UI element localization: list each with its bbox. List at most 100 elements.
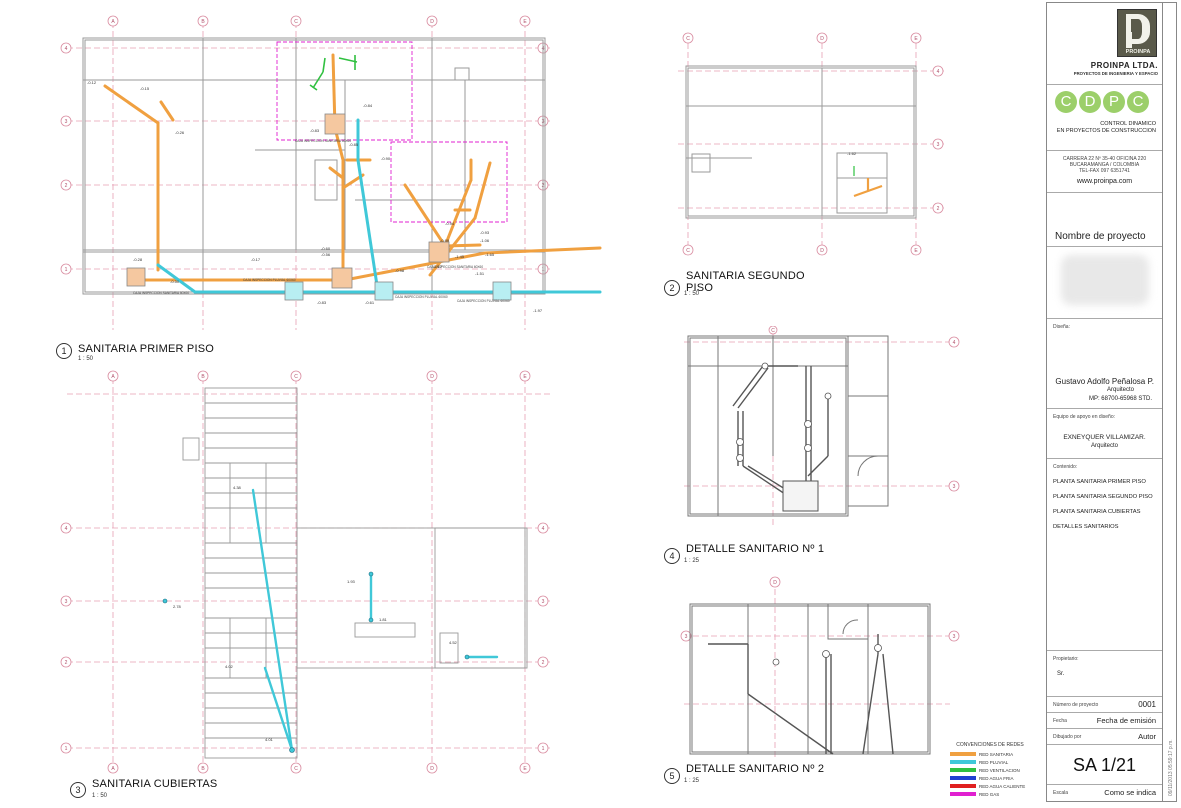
svg-text:D: D <box>430 374 434 380</box>
elev-label: -0.50 <box>170 279 180 284</box>
project-name: Nombre de proyecto <box>1055 231 1146 242</box>
view-number: 5 <box>664 768 680 784</box>
legend-row: RED SANITARIA <box>950 750 1030 758</box>
svg-text:B: B <box>201 766 205 772</box>
designer-name: Gustavo Adolfo Peñalosa P. <box>1055 377 1154 386</box>
grid-row-3: 3 <box>65 119 68 125</box>
elev-label: -1.97 <box>533 308 543 313</box>
view-title-text: SANITARIA SEGUNDO <box>686 270 805 282</box>
elev-label: 2.78 <box>173 604 182 609</box>
network-legend: CONVENCIONES DE REDES RED SANITARIA RED P… <box>950 742 1030 798</box>
elev-label: -0.90 <box>381 156 391 161</box>
sheet-number-cell: SA 1/21 <box>1047 745 1162 785</box>
redacted-block <box>1061 255 1149 305</box>
svg-text:3: 3 <box>953 634 956 640</box>
svg-text:2: 2 <box>937 206 940 212</box>
legend-label: RED SANITARIA <box>979 751 1014 757</box>
view-scale: 1 : 50 <box>684 291 700 297</box>
grid-col-C: C <box>294 19 298 25</box>
elev-label: -1.45 <box>455 254 465 259</box>
plan-primer-piso: A B C D E 4 3 2 1 4 3 2 1 <box>60 15 602 330</box>
website: www.proinpa.com <box>1076 178 1133 185</box>
address-cell: CARRERA 22 Nº 35-40 OFICINA 220 BUCARAMA… <box>1047 151 1162 193</box>
svg-text:C: C <box>686 36 690 42</box>
elev-label: -0.61 <box>365 300 375 305</box>
cdpc-line1: CONTROL DINAMICO <box>1100 121 1156 127</box>
box-label: CAJA INSPECCION PLUVIAL 60X60 <box>457 299 510 303</box>
title-block-strip <box>1163 2 1177 802</box>
box-label: CAJA INSPECCION SANITARIA 60X60 <box>295 139 351 143</box>
elev-label: -0.12 <box>87 80 97 85</box>
legend-row: RED AGUA CALIENTE <box>950 782 1030 790</box>
plan-cubiertas: A B C D E A B C D E 4 3 2 1 4 3 2 1 <box>60 370 550 774</box>
svg-text:E: E <box>523 766 527 772</box>
svg-text:4: 4 <box>953 340 956 346</box>
elev-label: -0.83 <box>310 128 320 133</box>
company-subtitle: PROYECTOS DE INGENIERIA Y ESPACIO <box>1073 71 1158 76</box>
svg-text:2: 2 <box>542 660 545 666</box>
view-title-text-2: PISO <box>686 282 714 294</box>
svg-text:4: 4 <box>65 526 68 532</box>
cdpc-logo: C D P C <box>1055 91 1149 113</box>
legend-label: RED PLUVIAL <box>979 759 1009 765</box>
elev-label: -1.06 <box>480 238 490 243</box>
svg-text:2: 2 <box>65 660 68 666</box>
legend-swatch <box>950 768 976 772</box>
elev-label: -0.98 <box>395 268 405 273</box>
view-number: 3 <box>70 782 86 798</box>
legend-row: RED GAS <box>950 790 1030 798</box>
print-timestamp: 09/11/2013 05:59:17 p.m. <box>1168 739 1174 796</box>
view-title-1: 1 SANITARIA PRIMER PISO <box>56 343 214 359</box>
svg-text:D: D <box>773 580 777 586</box>
svg-text:E: E <box>914 36 918 42</box>
company-name: PROINPA LTDA. <box>1090 61 1158 70</box>
legend-label: RED VENTILACION <box>979 767 1020 773</box>
blurred-cell <box>1047 247 1162 319</box>
project-number-cell: Número de proyecto 0001 <box>1047 697 1162 713</box>
sheet-number: SA 1/21 <box>1072 755 1137 775</box>
view-scale: 1 : 25 <box>684 558 700 564</box>
box-label: CAJA INSPECCION SANITARIA 60X60 <box>133 291 189 295</box>
box-label: CAJA INSPECCION SANITARIA 60X60 <box>427 265 483 269</box>
logo-cell: PROINPA PROINPA LTDA. PROYECTOS DE INGEN… <box>1047 3 1162 85</box>
svg-text:3: 3 <box>65 599 68 605</box>
design-cell: Diseña: Gustavo Adolfo Peñalosa P. Arqui… <box>1047 319 1162 409</box>
legend-label: RED GAS <box>979 791 1000 797</box>
legend-swatch <box>950 776 976 780</box>
legend-label: RED AGUA CALIENTE <box>979 783 1026 789</box>
box-label: CAJA INSPECCION PLUVIAL 60X60 <box>243 278 296 282</box>
legend-swatch <box>950 752 976 756</box>
svg-text:C: C <box>294 374 298 380</box>
grid-col-E: E <box>523 19 527 25</box>
view-scale: 1 : 25 <box>684 778 700 784</box>
legend-row: RED VENTILACION <box>950 766 1030 774</box>
svg-text:3: 3 <box>542 599 545 605</box>
svg-text:3: 3 <box>937 142 940 148</box>
elev-label: -0.93 <box>480 230 490 235</box>
view-title-text: SANITARIA CUBIERTAS <box>92 778 218 790</box>
grid-col-D: D <box>430 19 434 25</box>
elev-label: -0.99 <box>440 238 450 243</box>
svg-text:E: E <box>914 248 918 254</box>
elev-label: -0.17 <box>251 257 261 262</box>
elev-label: -1.65 <box>485 252 495 257</box>
elev-label: -0.94 <box>445 221 455 226</box>
elev-label: -1.51 <box>475 271 485 276</box>
view-scale: 1 : 50 <box>92 793 108 799</box>
elev-label: -0.60 <box>321 246 331 251</box>
grid-row-2: 2 <box>65 183 68 189</box>
view-title-3: 3 SANITARIA CUBIERTAS <box>70 778 217 798</box>
legend-swatch <box>950 784 976 788</box>
svg-text:A: A <box>111 766 115 772</box>
detalle-sanitario-2: D 3 3 <box>680 576 960 760</box>
svg-text:D: D <box>820 36 824 42</box>
view-scale: 1 : 50 <box>78 356 94 362</box>
proinpa-logo: PROINPA <box>1117 9 1157 57</box>
legend-title: CONVENCIONES DE REDES <box>956 742 1024 748</box>
svg-text:C: C <box>771 328 775 334</box>
cdpc-cell: C D P C CONTROL DINAMICO EN PROYECTOS DE… <box>1047 85 1162 151</box>
elev-label: -1.17 <box>433 264 443 269</box>
grid-row-1: 1 <box>65 267 68 273</box>
svg-text:3: 3 <box>685 634 688 640</box>
